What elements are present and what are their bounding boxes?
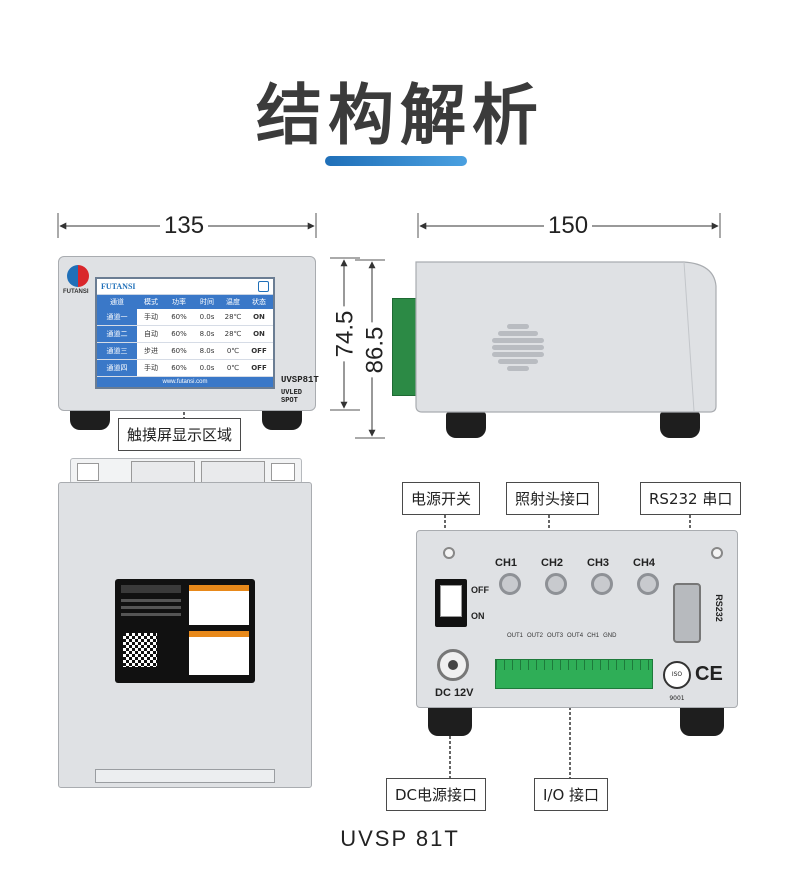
front-foot-left [70,408,110,430]
callout-touchscreen: 触摸屏显示区域 [118,418,242,451]
header-state: 状态 [252,298,266,306]
ch1-label: CH1 [495,557,518,569]
model-caption: UVSP 81T [340,826,460,851]
top-view [58,482,312,788]
switch-off-label: OFF [471,585,489,595]
header-ch: 通道 [110,298,124,306]
speaker-grille [490,322,546,378]
header-temp: 温度 [226,298,240,306]
title-underline [325,156,467,166]
model-line-2: UVLED SPOT [281,389,303,405]
warning-label-1 [189,585,249,625]
qr-code [123,633,157,667]
ch4-connector[interactable] [637,573,659,595]
screen-footer: www.futansi.com [97,377,273,387]
side-terminal-block [392,298,418,396]
callout-power-switch: 电源开关 [402,482,481,515]
ch2-label: CH2 [541,557,564,569]
top-connectors [70,458,302,484]
switch-on-label: ON [471,611,485,621]
table-row[interactable]: 通道一 手动 60% 0.0s 28℃ ON [97,309,273,326]
ch3-connector[interactable] [591,573,613,595]
settings-icon[interactable] [258,281,269,292]
side-foot-left [446,412,486,438]
screen-topbar: FUTANSI [97,279,273,295]
rs232-connector[interactable] [673,583,701,643]
ch2-connector[interactable] [545,573,567,595]
callout-head-port: 照射头接口 [506,482,600,515]
rear-view: OFF ON CH1 CH2 CH3 CH4 RS232 OUT1 OUT2 O… [416,530,738,708]
iso-mark: ISO 9001 [663,661,691,702]
dc-power-jack[interactable] [437,649,469,681]
side-width-label: 150 [544,212,593,240]
brand-small: FUTANSI [63,289,89,295]
product-label [115,579,255,683]
touchscreen[interactable]: FUTANSI 通道 模式 功率 时间 温度 状态 通道一 手动 60% 0.0… [95,277,275,389]
header-power: 功率 [172,298,186,306]
front-width-label: 135 [160,212,209,240]
ch1-connector[interactable] [499,573,521,595]
callout-dc-port: DC电源接口 [386,778,487,811]
side-view [415,261,717,413]
top-handle [95,769,275,783]
model-line-1: UVSP81T [281,375,319,385]
screw-icon [711,547,723,559]
channel-table: 通道一 手动 60% 0.0s 28℃ ON 通道二 自动 60% 8.0s 2… [97,309,273,377]
table-header: 通道 模式 功率 时间 温度 状态 [97,295,273,309]
screen-brand: FUTANSI [101,282,136,291]
ch3-label: CH3 [587,557,610,569]
power-switch[interactable] [435,579,467,627]
height-a-label: 74.5 [331,306,360,362]
table-row[interactable]: 通道四 手动 60% 0.0s 0℃ OFF [97,360,273,377]
side-foot-right [660,412,700,438]
table-row[interactable]: 通道三 步进 60% 8.0s 0℃ OFF [97,343,273,360]
front-view: FUTANSI FUTANSI 通道 模式 功率 时间 温度 状态 通道一 手动… [58,256,319,411]
io-labels: OUT1 OUT2 OUT3 OUT4 CH1 GND [507,633,617,639]
height-b-label: 86.5 [361,322,390,378]
callout-rs232: RS232 串口 [640,482,742,515]
warning-label-2 [189,631,249,675]
callout-io-port: I/O 接口 [534,778,609,811]
screw-icon [443,547,455,559]
dc-label: DC 12V [435,687,474,699]
header-time: 时间 [200,298,214,306]
brand-logo-icon [67,265,89,287]
ce-mark: CE [695,663,723,685]
header-mode: 模式 [144,298,158,306]
io-terminal-block[interactable] [495,659,653,689]
rs232-label: RS232 [713,594,724,622]
ch4-label: CH4 [633,557,656,569]
table-row[interactable]: 通道二 自动 60% 8.0s 28℃ ON [97,326,273,343]
page-title: 结构解析 [256,77,544,154]
front-foot-right [262,408,302,430]
